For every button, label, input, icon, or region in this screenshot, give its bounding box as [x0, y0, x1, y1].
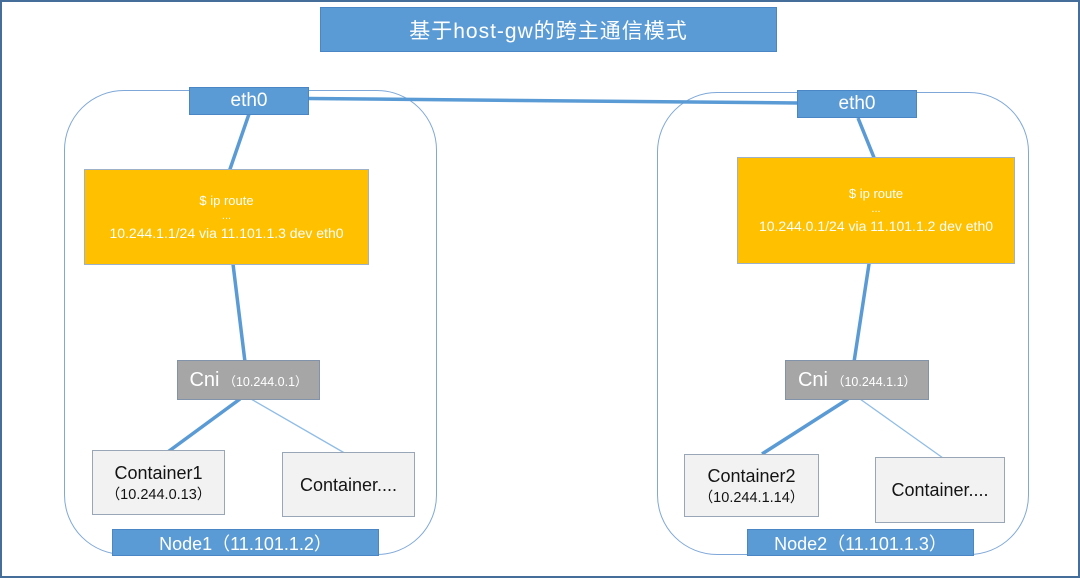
diagram-title: 基于host-gw的跨主通信模式 [320, 7, 777, 52]
node1-route-command: $ ip route [199, 192, 254, 208]
node2-container2-ip: （10.244.1.14） [698, 489, 805, 506]
node2-route-command: $ ip route [848, 186, 904, 201]
node1-cni-box: Cni （10.244.0.1） [177, 360, 320, 400]
node2-container-dots-name: Container.... [891, 480, 989, 500]
node1-cni-name: Cni [189, 368, 220, 391]
node1-route-ellipsis: ... [221, 209, 232, 222]
node2-container-dots-box: Container.... [875, 457, 1005, 523]
node2-route-box: $ ip route ... 10.244.0.1/24 via 11.101.… [737, 157, 1015, 264]
node2-cni-ip: （10.244.1.1） [831, 374, 917, 389]
node1-container-dots-name: Container.... [299, 474, 398, 495]
node1-container1-ip: （10.244.0.13） [105, 486, 212, 503]
node1-route-entry: 10.244.1.1/24 via 11.101.1.3 dev eth0 [109, 224, 344, 241]
node1-container1-box: Container1 （10.244.0.13） [92, 450, 225, 515]
node2-cni-name: Cni [797, 368, 828, 391]
node1-label: Node1（11.101.1.2） [112, 529, 379, 556]
node1-container1-name: Container1 [114, 462, 203, 483]
node2-container2-name: Container2 [707, 465, 796, 486]
node1-eth0-label: eth0 [189, 87, 309, 115]
node2-route-ellipsis: ... [871, 203, 881, 215]
node2-container2-box: Container2 （10.244.1.14） [684, 454, 819, 517]
node2-label: Node2（11.101.1.3） [747, 529, 974, 556]
node2-cni-box: Cni （10.244.1.1） [785, 360, 929, 400]
node1-cni-ip: （10.244.0.1） [223, 374, 308, 389]
node2-route-entry: 10.244.0.1/24 via 11.101.1.2 dev eth0 [758, 218, 994, 234]
node2-eth0-label: eth0 [797, 90, 917, 118]
node1-container-dots-box: Container.... [282, 452, 415, 517]
node1-route-box: $ ip route ... 10.244.1.1/24 via 11.101.… [84, 169, 369, 265]
